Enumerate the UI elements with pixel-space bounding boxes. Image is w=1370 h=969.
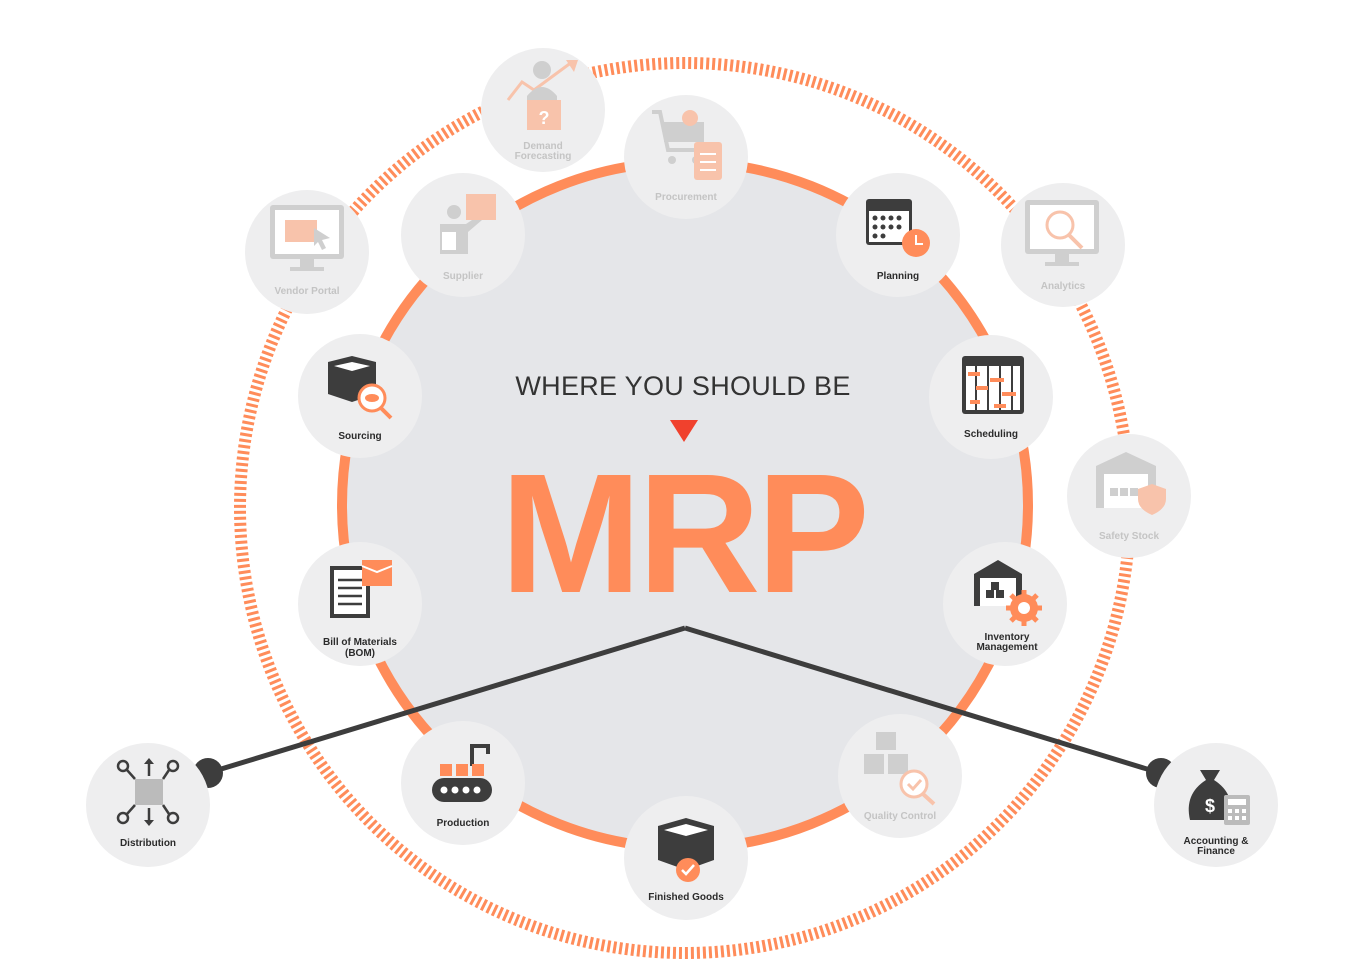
node-demand-forecasting-label-2: Forecasting [515,151,572,162]
schedule-grid-icon [962,356,1024,414]
down-arrow-marker [670,420,698,442]
conveyor-belt-icon [432,744,492,802]
node-distribution[interactable]: Distribution [86,743,210,867]
warehouse-gear-icon [974,560,1042,626]
node-bom[interactable]: Bill of Materials (BOM) [298,542,422,666]
node-vendor-portal[interactable]: Vendor Portal [245,190,369,314]
node-inventory-management-label-1: Inventory [984,632,1029,643]
node-procurement-label: Procurement [655,192,717,203]
node-safety-stock[interactable]: Safety Stock [1067,434,1191,558]
monitor-cursor-icon [270,205,344,271]
node-sourcing-label: Sourcing [338,431,381,442]
node-vendor-portal-label: Vendor Portal [274,286,339,297]
node-quality-control-label: Quality Control [864,811,936,822]
node-demand-forecasting-label-1: Demand [523,141,562,152]
node-inventory-management[interactable]: Inventory Management [943,542,1067,666]
node-accounting-finance-label-1: Accounting & [1184,836,1249,847]
node-supplier-label: Supplier [443,271,483,282]
node-supplier[interactable]: Supplier [401,173,525,297]
node-sourcing[interactable]: Sourcing [298,334,422,458]
node-procurement[interactable]: Procurement [624,95,748,219]
node-safety-stock-label: Safety Stock [1099,531,1159,542]
connector-distribution [207,625,686,776]
connector-accounting [684,625,1161,776]
node-finished-goods[interactable]: Finished Goods [624,796,748,920]
monitor-analytics-icon [1025,200,1099,266]
node-accounting-finance[interactable]: $ Accounting & Finance [1154,743,1278,867]
node-finished-goods-label: Finished Goods [648,892,724,903]
node-scheduling-label: Scheduling [964,429,1018,440]
node-analytics-label: Analytics [1041,281,1086,292]
svg-text:$: $ [1205,796,1215,816]
warehouse-shield-icon [1096,452,1166,515]
node-accounting-finance-label-2: Finance [1197,846,1235,857]
node-production-label: Production [437,818,490,829]
headline: WHERE YOU SHOULD BE [515,371,850,401]
distribution-network-icon [116,758,180,826]
node-bom-label-1: Bill of Materials [323,637,397,648]
node-demand-forecasting[interactable]: ? Demand Forecasting [481,48,605,172]
box-magnifier-icon [328,356,393,420]
node-quality-control[interactable]: Quality Control [838,714,962,838]
money-bag-calculator-icon: $ [1188,770,1250,825]
demand-forecasting-icon: ? [506,60,578,130]
svg-text:?: ? [539,108,550,128]
shopping-cart-clipboard-icon [652,110,722,180]
calendar-clock-icon [866,199,930,257]
node-inventory-management-label-2: Management [976,642,1038,653]
supplier-person-box-icon [440,194,496,254]
node-analytics[interactable]: Analytics [1001,183,1125,307]
node-planning-label: Planning [877,271,919,282]
node-production[interactable]: Production [401,721,525,845]
node-planning[interactable]: Planning [836,173,960,297]
document-box-icon [330,560,393,618]
node-bom-label-2: (BOM) [345,648,375,659]
boxes-magnifier-check-icon [864,732,936,806]
node-distribution-label: Distribution [120,838,176,849]
box-check-icon [658,818,714,882]
mrp-title: MRP [500,439,866,629]
node-scheduling[interactable]: Scheduling [929,335,1053,459]
